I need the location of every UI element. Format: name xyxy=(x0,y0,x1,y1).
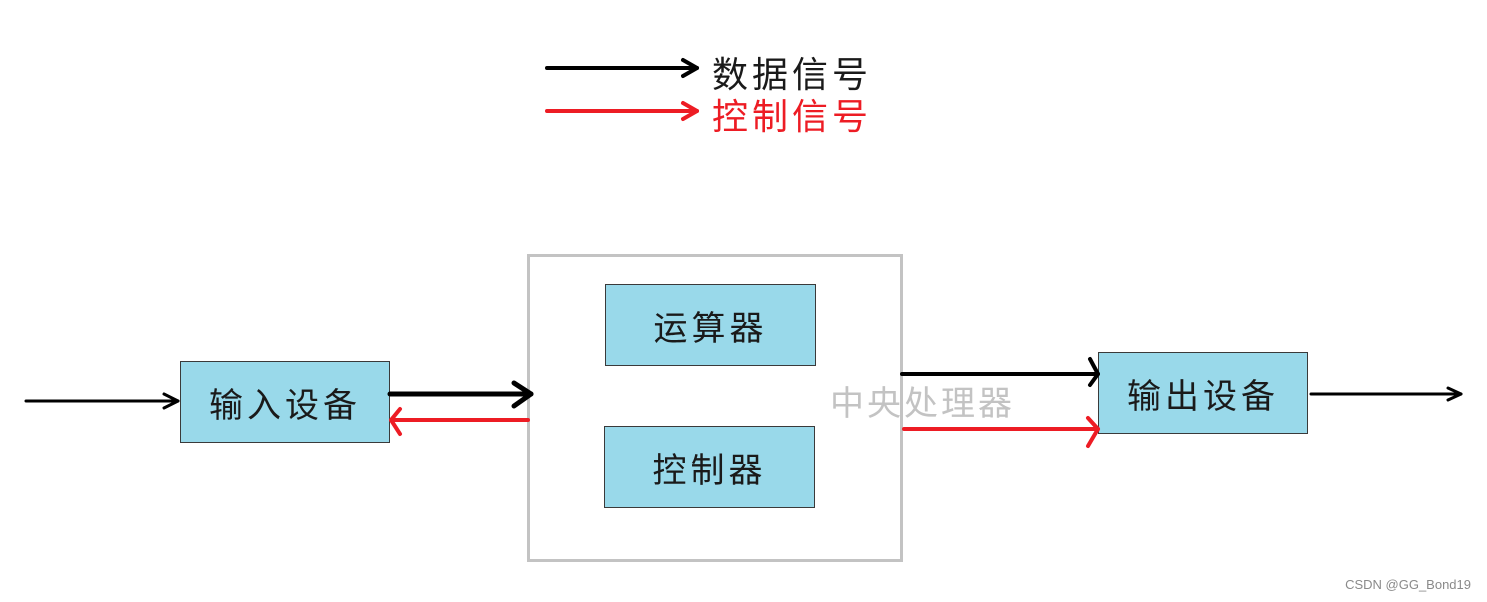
legend-data-arrow xyxy=(545,58,699,78)
output-device-box: 输出设备 xyxy=(1098,352,1308,434)
cpu-label: 中央处理器 xyxy=(830,384,1015,424)
controller-box: 控制器 xyxy=(604,426,815,508)
input-device-label: 输入设备 xyxy=(209,385,361,426)
arrow-input-to-cpu-data xyxy=(387,380,534,409)
output-device-label: 输出设备 xyxy=(1127,376,1279,417)
arrow-cpu-to-output-data xyxy=(900,357,1100,387)
alu-box: 运算器 xyxy=(605,284,816,366)
arrow-cpu-to-input-control xyxy=(389,407,530,436)
arrow-external-to-input xyxy=(24,392,180,410)
arrow-output-to-external xyxy=(1309,386,1463,402)
legend-control-arrow xyxy=(545,101,699,121)
alu-label: 运算器 xyxy=(653,308,768,349)
legend-data-label: 数据信号 xyxy=(712,55,873,96)
legend-control-label: 控制信号 xyxy=(712,97,873,138)
controller-label: 控制器 xyxy=(652,450,767,491)
arrow-cpu-to-output-control xyxy=(902,416,1100,448)
watermark: CSDN @GG_Bond19 xyxy=(1345,577,1471,592)
input-device-box: 输入设备 xyxy=(180,361,390,443)
